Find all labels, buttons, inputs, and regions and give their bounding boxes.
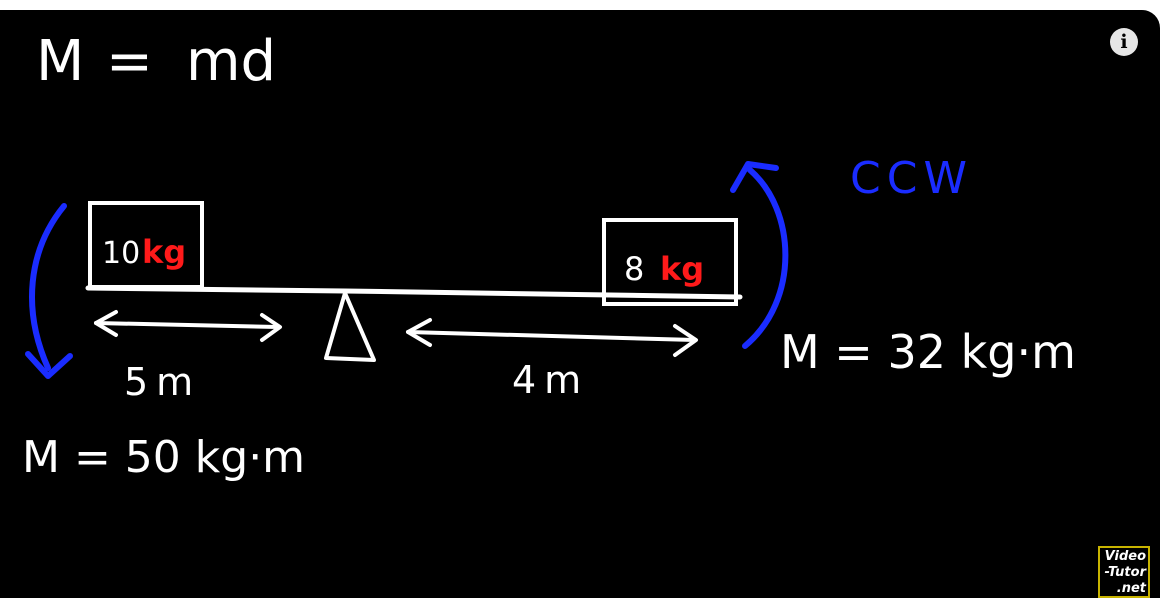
- watermark-line-3: .net: [1116, 581, 1146, 596]
- formula-equals: =: [106, 29, 153, 94]
- right-block-outline: [602, 218, 738, 306]
- watermark-line-1: Video: [1104, 549, 1146, 564]
- left-moment-result: M = 50 kg·m: [22, 432, 305, 483]
- right-distance-label: 4m: [512, 358, 589, 402]
- moment-formula: M = md: [36, 29, 276, 94]
- info-icon[interactable]: i: [1110, 28, 1138, 56]
- watermark-line-2: -Tutor: [1104, 565, 1147, 580]
- formula-rhs: md: [186, 29, 276, 94]
- left-block-unit: kg: [142, 233, 186, 271]
- left-mass-block: 10 kg: [88, 201, 204, 289]
- right-block-unit: kg: [660, 250, 704, 288]
- rotation-direction-label: CCW: [850, 153, 973, 204]
- left-distance-label: 5m: [124, 360, 201, 404]
- lever-beam: [85, 285, 743, 300]
- moment-diagram: M = md 10 kg 8 kg 5m: [22, 29, 1076, 483]
- clockwise-arrow-icon: [25, 203, 73, 379]
- left-block-outline: [88, 201, 204, 289]
- left-distance-arrow: [94, 310, 282, 342]
- right-distance-arrow: [406, 318, 698, 357]
- left-block-mass: 10: [102, 236, 140, 271]
- watermark-logo: Video -Tutor .net: [1098, 546, 1150, 598]
- formula-M: M: [36, 29, 84, 94]
- video-frame: M = md 10 kg 8 kg 5m: [0, 10, 1160, 598]
- right-mass-block: 8 kg: [602, 218, 738, 306]
- fulcrum-triangle: [324, 291, 376, 362]
- counterclockwise-arrow-icon: [730, 161, 789, 349]
- right-block-mass: 8: [624, 250, 644, 288]
- right-moment-result: M = 32 kg·m: [780, 325, 1076, 379]
